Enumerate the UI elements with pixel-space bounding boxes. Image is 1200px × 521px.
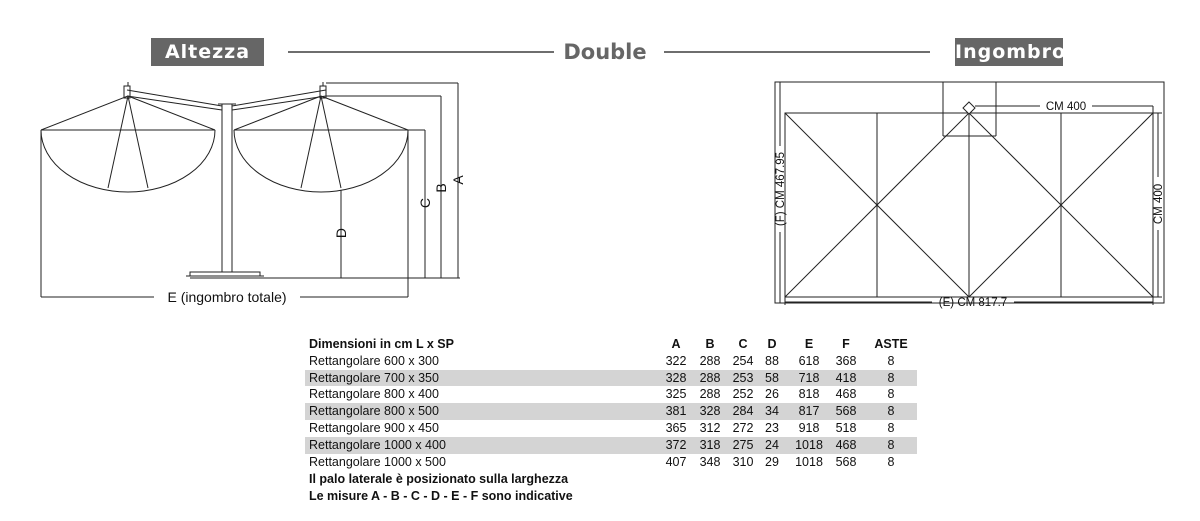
table-cell: 8 <box>887 420 895 435</box>
note-lateral-pole: Il palo laterale è posizionato sulla lar… <box>309 472 569 486</box>
table-cell: 568 <box>835 404 857 419</box>
table-row: Rettangolare 600 x 300 322 288 254 88 61… <box>305 353 917 370</box>
table-cell: Rettangolare 900 x 450 <box>309 420 439 435</box>
table-cell: 8 <box>887 404 895 419</box>
table-cell: 718 <box>798 370 820 385</box>
column-header-dimensions: Dimensioni in cm L x SP <box>309 337 454 351</box>
column-header-e: E <box>804 337 814 351</box>
table-cell: 288 <box>699 370 721 385</box>
table-cell: 418 <box>835 370 857 385</box>
table-cell: 254 <box>732 353 754 368</box>
table-cell: 817 <box>798 404 820 419</box>
top-height-right-label: CM 400 <box>1153 184 1165 224</box>
table-cell: 468 <box>835 437 857 452</box>
table-cell: 288 <box>699 387 721 402</box>
table-cell: 8 <box>887 437 895 452</box>
table-row: Rettangolare 700 x 350 328 288 253 58 71… <box>305 369 917 387</box>
dimensions-table: Dimensioni in cm L x SP A B C D E F ASTE… <box>305 336 917 470</box>
column-header-b: B <box>705 337 715 351</box>
dimension-e-label: E (ingombro totale) <box>167 289 286 305</box>
table-row: Rettangolare 1000 x 500 407 348 310 29 1… <box>305 454 917 471</box>
table-cell: 8 <box>887 370 895 385</box>
top-height-left-label: (F) CM 467.95 <box>775 152 787 226</box>
header-rule-right <box>664 51 930 53</box>
table-cell: 365 <box>665 420 687 435</box>
table-cell: 252 <box>732 387 754 402</box>
table-cell: Rettangolare 1000 x 500 <box>309 454 446 469</box>
technical-drawing: D C B A E (ingombro totale) CM 400 CM 40… <box>40 81 1165 309</box>
table-cell: 618 <box>798 353 820 368</box>
table-row: Rettangolare 800 x 400 325 288 252 26 81… <box>305 386 917 403</box>
column-header-c: C <box>738 337 748 351</box>
dimension-a-label: A <box>450 175 466 185</box>
column-header-aste: ASTE <box>874 337 908 351</box>
table-cell: 918 <box>798 420 820 435</box>
top-total-label: (E) CM 817.7 <box>939 297 1007 309</box>
top-width-label: CM 400 <box>1046 101 1086 113</box>
table-cell: 272 <box>732 420 754 435</box>
table-cell: Rettangolare 700 x 350 <box>309 370 439 385</box>
dimension-c-label: C <box>417 198 433 208</box>
side-view-drawing <box>40 82 460 298</box>
table-cell: 328 <box>699 404 721 419</box>
ingombro-tag: Ingombro <box>955 38 1065 66</box>
dimension-b-label: B <box>433 183 449 192</box>
table-cell: 88 <box>765 353 779 368</box>
table-header-row: Dimensioni in cm L x SP A B C D E F ASTE <box>305 336 917 353</box>
table-cell: Rettangolare 800 x 500 <box>309 404 439 419</box>
table-cell: 253 <box>732 370 754 385</box>
table-cell: 284 <box>732 404 754 419</box>
table-cell: 1018 <box>795 454 823 469</box>
column-header-a: A <box>671 337 681 351</box>
table-cell: 310 <box>732 454 754 469</box>
table-cell: 568 <box>835 454 857 469</box>
altezza-tag: Altezza <box>151 38 264 66</box>
table-cell: 372 <box>665 437 687 452</box>
table-cell: 818 <box>798 387 820 402</box>
table-cell: 518 <box>835 420 857 435</box>
page-title: Double <box>563 40 647 64</box>
table-row: Rettangolare 800 x 500 381 328 284 34 81… <box>305 403 917 420</box>
table-cell: 318 <box>699 437 721 452</box>
table-cell: 328 <box>665 370 687 385</box>
column-header-d: D <box>767 337 777 351</box>
top-view-drawing <box>774 81 1165 305</box>
table-cell: 288 <box>699 353 721 368</box>
table-cell: 29 <box>765 454 779 469</box>
dimension-d-label: D <box>333 228 349 238</box>
table-cell: Rettangolare 600 x 300 <box>309 353 439 368</box>
table-cell: 312 <box>699 420 721 435</box>
table-cell: 24 <box>765 437 779 452</box>
table-cell: 407 <box>665 454 687 469</box>
table-row: Rettangolare 1000 x 400 372 318 275 24 1… <box>305 436 917 454</box>
table-cell: 26 <box>765 387 779 402</box>
table-cell: 368 <box>835 353 857 368</box>
table-cell: 8 <box>887 387 895 402</box>
table-cell: Rettangolare 1000 x 400 <box>309 437 446 452</box>
table-row: Rettangolare 900 x 450 365 312 272 23 91… <box>305 420 917 437</box>
table-cell: 381 <box>665 404 687 419</box>
table-cell: 23 <box>765 420 779 435</box>
table-cell: 1018 <box>795 437 823 452</box>
table-cell: 348 <box>699 454 721 469</box>
column-header-f: F <box>842 337 850 351</box>
table-cell: 8 <box>887 454 895 469</box>
table-cell: 34 <box>765 404 779 419</box>
table-cell: 322 <box>665 353 687 368</box>
table-cell: 468 <box>835 387 857 402</box>
table-cell: 58 <box>765 370 779 385</box>
table-cell: 275 <box>732 437 754 452</box>
header-rule-left <box>288 51 554 53</box>
table-cell: 8 <box>887 353 895 368</box>
table-cell: Rettangolare 800 x 400 <box>309 387 439 402</box>
table-cell: 325 <box>665 387 687 402</box>
note-indicative-measures: Le misure A - B - C - D - E - F sono ind… <box>309 489 573 503</box>
